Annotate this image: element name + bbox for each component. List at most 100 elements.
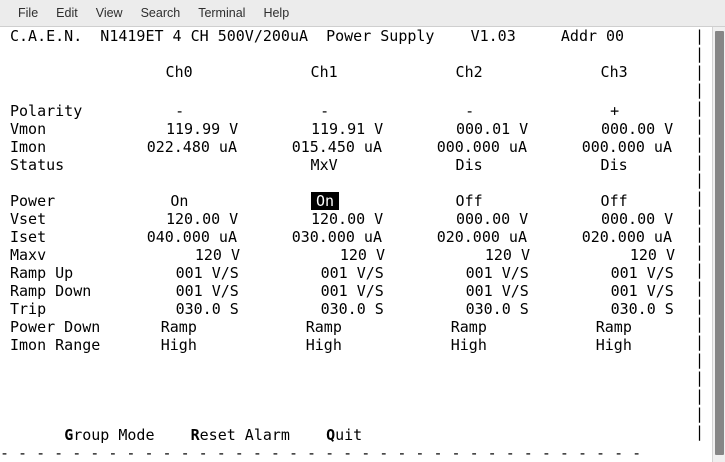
cell-imon-range-ch3[interactable]: High bbox=[595, 336, 632, 354]
row-label-ramp-down: Ramp Down bbox=[10, 282, 92, 300]
menu-item-help[interactable]: Help bbox=[263, 6, 290, 20]
footer-gap-2 bbox=[290, 426, 326, 444]
table-row: Iset 040.000 uA 030.000 uA 020.000 uA 020.00… bbox=[0, 228, 712, 246]
cell-maxv-ch0[interactable]: 120 V bbox=[194, 246, 240, 264]
table-row: Polarity - - - + bbox=[0, 102, 712, 120]
row-label-polarity: Polarity bbox=[10, 102, 83, 120]
cell-vmon-ch2[interactable]: 000.01 V bbox=[455, 120, 529, 138]
cell-ramp-down-ch3[interactable]: 001 V/S bbox=[610, 282, 674, 300]
terminal-screen[interactable]: C.A.E.N. N1419ET 4 CH 500V/200uA Power S… bbox=[0, 27, 712, 462]
device-title-line: C.A.E.N. N1419ET 4 CH 500V/200uA Power S… bbox=[10, 27, 625, 45]
cell-vmon-ch0[interactable]: 119.99 V bbox=[165, 120, 239, 138]
cell-imon-ch0[interactable]: 022.480 uA bbox=[146, 138, 237, 156]
cell-vset-ch1[interactable]: 120.00 V bbox=[310, 210, 384, 228]
cell-vset-ch2[interactable]: 000.00 V bbox=[455, 210, 529, 228]
footer-key-group-mode: G bbox=[64, 426, 74, 444]
cell-trip-ch2[interactable]: 030.0 S bbox=[465, 300, 529, 318]
cell-power-ch2[interactable]: Off bbox=[455, 192, 483, 210]
cell-power-ch3[interactable]: Off bbox=[600, 192, 628, 210]
cell-imon-range-ch1[interactable]: High bbox=[305, 336, 342, 354]
cell-ramp-up-ch0[interactable]: 001 V/S bbox=[175, 264, 239, 282]
channel-header-ch0: Ch0 bbox=[165, 63, 193, 81]
menu-item-terminal[interactable]: Terminal bbox=[198, 6, 246, 20]
cell-iset-ch0[interactable]: 040.000 uA bbox=[146, 228, 237, 246]
cell-iset-ch3[interactable]: 020.000 uA bbox=[581, 228, 672, 246]
footer-item-reset-alarm[interactable]: Reset Alarm bbox=[191, 426, 290, 444]
cell-vmon-ch3[interactable]: 000.00 V bbox=[600, 120, 674, 138]
cell-iset-ch2[interactable]: 020.000 uA bbox=[436, 228, 527, 246]
cell-trip-ch3[interactable]: 030.0 S bbox=[610, 300, 674, 318]
channel-header-ch3: Ch3 bbox=[600, 63, 628, 81]
cell-trip-ch0[interactable]: 030.0 S bbox=[175, 300, 239, 318]
cell-polarity-ch3[interactable]: + bbox=[610, 102, 620, 120]
bottom-divider-rule: - - - - - - - - - - - - - - - - - - - - … bbox=[0, 444, 651, 462]
cell-status-ch2[interactable]: Dis bbox=[455, 156, 483, 174]
cell-maxv-ch2[interactable]: 120 V bbox=[484, 246, 530, 264]
row-label-imon-range: Imon Range bbox=[10, 336, 101, 354]
menu-bar: File Edit View Search Terminal Help bbox=[0, 0, 725, 27]
cell-power-down-ch3[interactable]: Ramp bbox=[595, 318, 632, 336]
table-row: Imon Range High High High High bbox=[0, 336, 712, 354]
table-row: Imon 022.480 uA 015.450 uA 000.000 uA 000.00… bbox=[0, 138, 712, 156]
menu-item-edit[interactable]: Edit bbox=[56, 6, 78, 20]
menu-item-file[interactable]: File bbox=[18, 6, 39, 20]
cell-ramp-up-ch3[interactable]: 001 V/S bbox=[610, 264, 674, 282]
cell-status-ch1[interactable]: MxV bbox=[310, 156, 338, 174]
row-label-iset: Iset bbox=[10, 228, 47, 246]
row-label-status: Status bbox=[10, 156, 65, 174]
footer-gap-1 bbox=[155, 426, 191, 444]
table-row: Ramp Up 001 V/S 001 V/S 001 V/S 001 V/S bbox=[0, 264, 712, 282]
table-row: Vmon 119.99 V 119.91 V 000.01 V 000.00 V bbox=[0, 120, 712, 138]
cell-imon-range-ch0[interactable]: High bbox=[160, 336, 197, 354]
cell-ramp-down-ch0[interactable]: 001 V/S bbox=[175, 282, 239, 300]
footer-key-reset-alarm: R bbox=[190, 426, 200, 444]
cell-polarity-ch1[interactable]: - bbox=[320, 102, 330, 120]
cell-vset-ch0[interactable]: 120.00 V bbox=[165, 210, 239, 228]
cell-trip-ch1[interactable]: 030.0 S bbox=[320, 300, 384, 318]
table-row: Ramp Down 001 V/S 001 V/S 001 V/S 001 V/S bbox=[0, 282, 712, 300]
cell-iset-ch1[interactable]: 030.000 uA bbox=[291, 228, 382, 246]
cell-maxv-ch3[interactable]: 120 V bbox=[629, 246, 675, 264]
footer-item-group-mode[interactable]: Group Mode bbox=[64, 426, 154, 444]
cell-status-ch3[interactable]: Dis bbox=[600, 156, 628, 174]
cell-vmon-ch1[interactable]: 119.91 V bbox=[310, 120, 384, 138]
cell-power-ch0[interactable]: On bbox=[170, 192, 189, 210]
footer-key-quit: Q bbox=[326, 426, 336, 444]
menu-item-search[interactable]: Search bbox=[140, 6, 181, 20]
cell-power-down-ch1[interactable]: Ramp bbox=[305, 318, 342, 336]
menu-item-view[interactable]: View bbox=[95, 6, 123, 20]
cell-power-down-ch2[interactable]: Ramp bbox=[450, 318, 487, 336]
table-row: Maxv 120 V 120 V 120 V 120 V bbox=[0, 246, 712, 264]
row-label-imon: Imon bbox=[10, 138, 47, 156]
footer-label-quit: uit bbox=[335, 426, 363, 444]
cell-imon-ch2[interactable]: 000.000 uA bbox=[436, 138, 527, 156]
right-border-column: | | | | | | | | | | | | | | | | | | | | … bbox=[695, 27, 705, 441]
cell-ramp-down-ch1[interactable]: 001 V/S bbox=[320, 282, 384, 300]
cell-vset-ch3[interactable]: 000.00 V bbox=[600, 210, 674, 228]
cell-maxv-ch1[interactable]: 120 V bbox=[339, 246, 385, 264]
cell-ramp-up-ch1[interactable]: 001 V/S bbox=[320, 264, 384, 282]
cell-ramp-down-ch2[interactable]: 001 V/S bbox=[465, 282, 529, 300]
scrollbar-thumb[interactable] bbox=[715, 31, 724, 455]
cell-ramp-up-ch2[interactable]: 001 V/S bbox=[465, 264, 529, 282]
cell-imon-ch1[interactable]: 015.450 uA bbox=[291, 138, 382, 156]
row-label-vmon: Vmon bbox=[10, 120, 47, 138]
cell-imon-range-ch2[interactable]: High bbox=[450, 336, 487, 354]
cell-power-down-ch0[interactable]: Ramp bbox=[160, 318, 197, 336]
footer-item-quit[interactable]: Quit bbox=[326, 426, 362, 444]
cell-polarity-ch2[interactable]: - bbox=[465, 102, 475, 120]
footer-command-menu: Group Mode Reset Alarm Quit bbox=[10, 408, 362, 462]
table-row: Status MxV Dis Dis bbox=[0, 156, 712, 174]
vertical-scrollbar[interactable] bbox=[712, 27, 725, 462]
footer-label-group-mode: roup Mode bbox=[73, 426, 155, 444]
row-label-ramp-up: Ramp Up bbox=[10, 264, 74, 282]
channel-header-ch2: Ch2 bbox=[455, 63, 483, 81]
cell-power-ch1-selected[interactable]: On bbox=[310, 192, 340, 210]
cell-imon-ch3[interactable]: 000.000 uA bbox=[581, 138, 672, 156]
cell-polarity-ch0[interactable]: - bbox=[175, 102, 185, 120]
row-label-maxv: Maxv bbox=[10, 246, 47, 264]
